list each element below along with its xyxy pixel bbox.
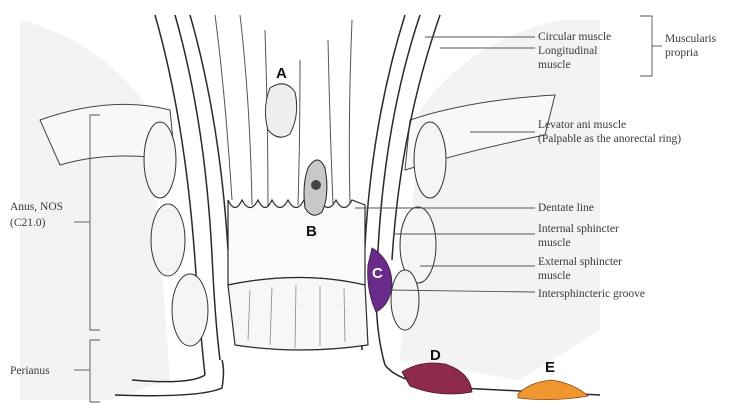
marker-d: D	[430, 347, 441, 364]
label-anus-nos-2: (C21.0)	[10, 217, 46, 229]
label-dentate-line: Dentate line	[538, 202, 594, 214]
label-intersphincteric-groove: Intersphincteric groove	[538, 288, 645, 300]
label-muscularis-propria-2: propria	[665, 47, 698, 59]
label-external-sphincter-1: External sphincter	[538, 256, 622, 268]
label-longitudinal-muscle-2: muscle	[538, 59, 571, 71]
label-internal-sphincter-1: Internal sphincter	[538, 223, 619, 235]
label-perianus: Perianus	[10, 365, 50, 377]
marker-c: C	[372, 265, 383, 282]
lesion-c: C	[368, 248, 392, 312]
marker-b: B	[306, 223, 317, 240]
lesion-a: A	[265, 65, 296, 137]
anal-canal	[228, 200, 368, 350]
marker-a: A	[276, 65, 287, 82]
label-longitudinal-muscle-1: Longitudinal	[538, 45, 597, 57]
label-muscularis-propria-1: Muscularis	[665, 33, 717, 45]
label-levator-ani-1: Levator ani muscle	[538, 119, 626, 131]
label-anus-nos-1: Anus, NOS	[10, 201, 63, 213]
label-external-sphincter-2: muscle	[538, 270, 571, 282]
label-levator-ani-2: (Palpable as the anorectal ring)	[538, 133, 681, 145]
marker-e: E	[545, 359, 555, 376]
label-circular-muscle: Circular muscle	[538, 31, 611, 43]
label-internal-sphincter-2: muscle	[538, 237, 571, 249]
